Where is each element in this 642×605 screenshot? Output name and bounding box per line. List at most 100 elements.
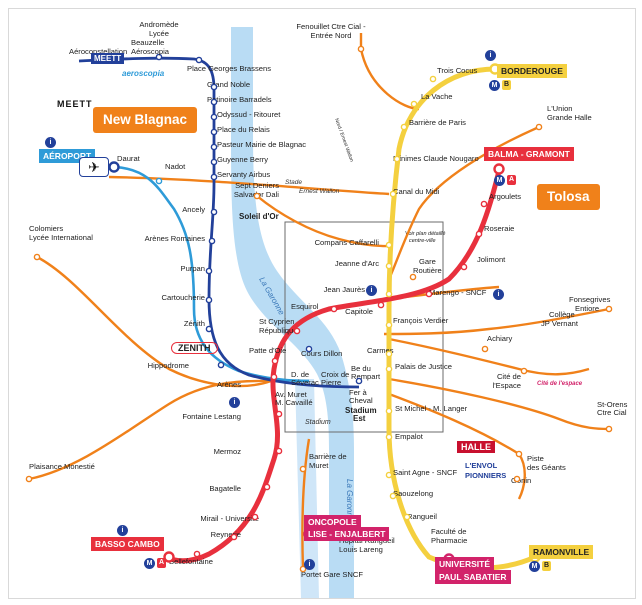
- station-dot-minimes[interactable]: [393, 155, 401, 163]
- station-dot-arenes[interactable]: [270, 373, 278, 381]
- station-label-fenouillet2[interactable]: Entrée Nord: [311, 31, 352, 40]
- station-label-fer1[interactable]: Fer à: [349, 388, 368, 397]
- station-dot-andromede2[interactable]: [155, 53, 163, 61]
- station-label-mirail[interactable]: Mirail - Université: [200, 514, 259, 523]
- info-icon[interactable]: i: [45, 137, 56, 148]
- station-label-minimes[interactable]: Minimes Claude Nougaro: [393, 154, 479, 163]
- station-dot-esquirol[interactable]: [330, 305, 338, 313]
- station-dot-hippodrome[interactable]: [217, 361, 225, 369]
- station-label-ancely[interactable]: Ancely: [182, 205, 205, 214]
- station-dot-carmes[interactable]: [385, 350, 393, 358]
- station-dot-piste2[interactable]: [515, 450, 523, 458]
- terminal-ramonville[interactable]: RAMONVILLE: [529, 545, 594, 559]
- station-label-andromede2[interactable]: Lycée: [149, 29, 169, 38]
- station-label-college1[interactable]: Collège: [549, 310, 575, 319]
- station-label-orens2[interactable]: Ctre Cial: [597, 408, 627, 417]
- station-label-colomiers2[interactable]: Lycée International: [29, 233, 93, 242]
- station-label-roseraie[interactable]: Roseraie: [484, 224, 514, 233]
- terminal-stop[interactable]: [163, 551, 175, 563]
- station-label-cours-dillon[interactable]: Cours Dillon: [301, 349, 342, 358]
- station-dot-guyenne[interactable]: [210, 158, 218, 166]
- station-dot-bagatelle[interactable]: [263, 483, 271, 491]
- station-label-fer2[interactable]: Cheval: [349, 396, 373, 405]
- terminal-borderouge[interactable]: BORDEROUGE: [497, 64, 567, 78]
- station-label-fontaine[interactable]: Fontaine Lestang: [182, 412, 241, 421]
- station-label-rempart1[interactable]: Be du: [351, 364, 371, 373]
- station-label-piste1[interactable]: Piste: [527, 454, 544, 463]
- station-dot-achiary[interactable]: [481, 345, 489, 353]
- station-dot-empalot[interactable]: [385, 433, 393, 441]
- station-label-marengo[interactable]: Marengo - SNCF: [429, 288, 487, 297]
- station-label-aeroconstellation[interactable]: Aéroconstellation: [69, 47, 127, 56]
- station-dot-patte[interactable]: [271, 357, 279, 365]
- station-label-barriere-muret2[interactable]: Muret: [309, 461, 329, 470]
- station-label-beauzelle2[interactable]: Aéroscopia: [131, 47, 170, 56]
- station-label-beauzelle1[interactable]: Beauzelle: [131, 38, 164, 47]
- station-dot-relais[interactable]: [210, 128, 218, 136]
- station-label-saouzelong[interactable]: Saouzelong: [393, 489, 433, 498]
- station-dot-gonin[interactable]: [513, 475, 521, 483]
- station-label-empalot[interactable]: Empalot: [395, 432, 424, 441]
- station-label-soleil[interactable]: Soleil d'Or: [239, 212, 279, 221]
- station-label-croix1[interactable]: Croix de: [321, 370, 349, 379]
- station-label-compans[interactable]: Compans Caffarelli: [315, 238, 380, 247]
- station-label-gare2[interactable]: Routière: [413, 266, 442, 275]
- station-label-colomiers1[interactable]: Colomiers: [29, 224, 63, 233]
- station-dot-patinoire[interactable]: [210, 98, 218, 106]
- station-dot-mermoz[interactable]: [275, 447, 283, 455]
- station-dot-rempart2[interactable]: [355, 377, 363, 385]
- info-icon[interactable]: i: [366, 285, 377, 296]
- station-dot-cartoucherie[interactable]: [205, 296, 213, 304]
- station-label-esquirol[interactable]: Esquirol: [291, 302, 319, 311]
- station-label-severac2[interactable]: Séverac: [291, 378, 319, 387]
- station-label-arenes[interactable]: Arènes: [217, 380, 241, 389]
- station-label-andromede1[interactable]: Andromède: [139, 20, 178, 29]
- station-label-cite1[interactable]: Cité de: [497, 372, 521, 381]
- station-label-servanty[interactable]: Servanty Airbus: [217, 170, 270, 179]
- station-label-union2[interactable]: Grande Halle: [547, 113, 592, 122]
- station-dot-roseraie[interactable]: [475, 230, 483, 238]
- station-label-stadium-est2[interactable]: Est: [353, 414, 366, 423]
- station-label-canal[interactable]: Canal du Midi: [393, 187, 440, 196]
- station-label-gonin[interactable]: Gonin: [511, 476, 531, 485]
- station-label-guyenne[interactable]: Guyenne Berry: [217, 155, 268, 164]
- station-label-odyssud[interactable]: Odyssud - Ritouret: [217, 110, 281, 119]
- station-dot-canal[interactable]: [389, 190, 397, 198]
- station-dot-jolimont[interactable]: [460, 263, 468, 271]
- station-dot-saouzelong[interactable]: [389, 492, 397, 500]
- station-label-hippodrome[interactable]: Hippodrome: [148, 361, 189, 370]
- station-dot-union2[interactable]: [535, 123, 543, 131]
- station-dot-orens2[interactable]: [605, 425, 613, 433]
- station-dot-st-michel[interactable]: [385, 407, 393, 415]
- station-dot-capitole[interactable]: [377, 301, 385, 309]
- station-label-cite2[interactable]: l'Espace: [493, 381, 521, 390]
- station-dot-zenith-st[interactable]: [205, 325, 213, 333]
- station-label-croix2[interactable]: Pierre: [321, 378, 341, 387]
- station-dot-compans[interactable]: [385, 241, 393, 249]
- station-label-saint-agne[interactable]: Saint Agne - SNCF: [393, 468, 458, 477]
- station-dot-fontaine[interactable]: [275, 410, 283, 418]
- station-label-hopital2[interactable]: Louis Lareng: [339, 545, 383, 554]
- station-label-reynerie[interactable]: Reynerie: [211, 530, 241, 539]
- station-dot-argoulets[interactable]: [480, 200, 488, 208]
- station-dot-trois-cocus[interactable]: [429, 75, 437, 83]
- station-dot-sept2[interactable]: [253, 192, 261, 200]
- terminal-universite[interactable]: UNIVERSITÉ: [435, 557, 495, 571]
- station-label-patinoire[interactable]: Patinoire Barradels: [207, 95, 272, 104]
- station-label-rempart2[interactable]: Rempart: [351, 372, 381, 381]
- station-label-orens1[interactable]: St-Orens: [597, 400, 628, 409]
- station-label-bagatelle[interactable]: Bagatelle: [209, 484, 241, 493]
- station-label-fonsegrives1[interactable]: Fonsegrives: [569, 295, 611, 304]
- station-label-college2[interactable]: JP Vernant: [541, 319, 579, 328]
- station-label-relais[interactable]: Place du Relais: [217, 125, 270, 134]
- station-label-cartoucherie[interactable]: Cartoucherie: [162, 293, 205, 302]
- station-dot-barriere-paris[interactable]: [400, 123, 408, 131]
- station-dot-pasteur[interactable]: [210, 143, 218, 151]
- station-dot-saint-agne[interactable]: [385, 471, 393, 479]
- terminal-stop[interactable]: [108, 161, 120, 173]
- station-dot-brassens[interactable]: [195, 56, 203, 64]
- station-label-purpan[interactable]: Purpan: [181, 264, 206, 273]
- station-dot-verdier[interactable]: [385, 321, 393, 329]
- station-label-barriere-paris[interactable]: Barrière de Paris: [409, 118, 466, 127]
- station-label-vache[interactable]: La Vache: [421, 92, 453, 101]
